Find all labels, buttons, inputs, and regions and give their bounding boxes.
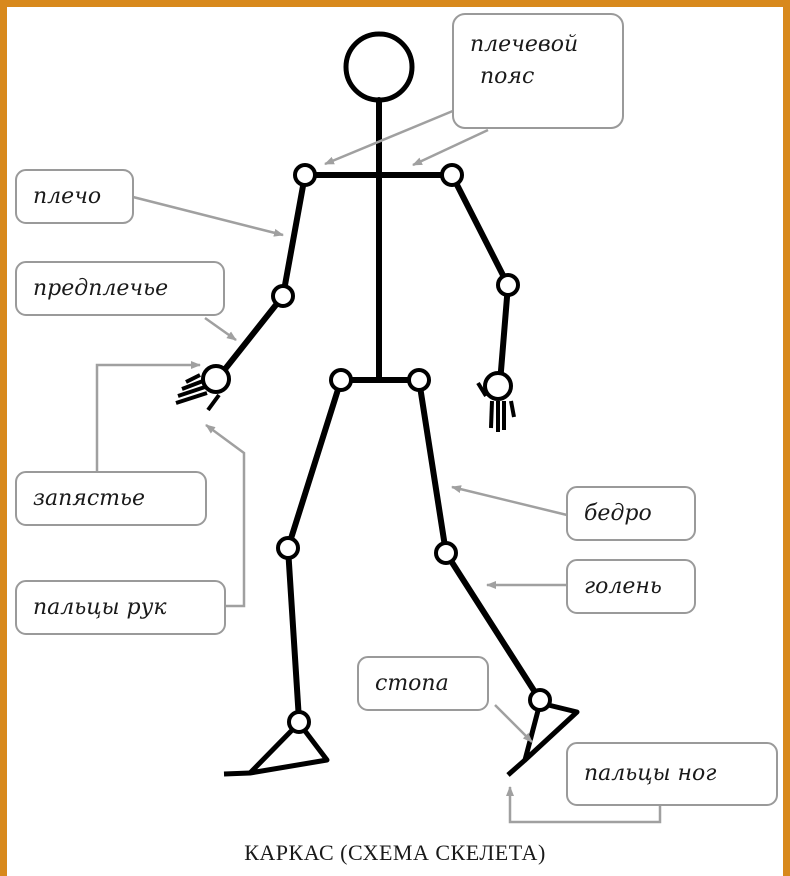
label-shoulder-girdle-line2: пояс	[480, 64, 534, 89]
label-thigh: бедро	[567, 487, 695, 540]
left-thigh	[288, 380, 341, 548]
label-shoulder-girdle-line1: плечевой	[470, 32, 578, 57]
joint-left-shoulder	[295, 165, 315, 185]
label-toes-text: пальцы ног	[584, 761, 716, 786]
left-shin	[288, 548, 299, 720]
label-foot-text: стопа	[375, 671, 449, 696]
label-shin: голень	[567, 560, 695, 613]
left-foot	[224, 723, 327, 774]
pointer-wrist	[97, 365, 200, 472]
label-wrist-text: запястье	[33, 486, 145, 511]
joint-right-knee	[436, 543, 456, 563]
label-shoulder: плечо	[16, 170, 133, 223]
label-shoulder-text: плечо	[33, 184, 101, 209]
label-foot: стопа	[358, 657, 488, 710]
right-upper-arm	[452, 175, 508, 285]
head	[346, 34, 412, 100]
label-fingers: пальцы рук	[16, 581, 225, 634]
pointer-foot	[495, 705, 532, 742]
label-forearm: предплечье	[16, 262, 224, 315]
left-upper-arm	[283, 175, 305, 296]
joint-right-ankle	[530, 690, 550, 710]
label-shin-text: голень	[584, 574, 662, 599]
label-wrist: запястье	[16, 472, 206, 525]
right-forearm	[500, 285, 508, 383]
joint-right-wrist	[485, 373, 511, 399]
joint-left-knee	[278, 538, 298, 558]
label-thigh-text: бедро	[584, 501, 652, 526]
left-forearm	[218, 296, 283, 378]
joint-left-wrist	[203, 366, 229, 392]
label-shoulder-girdle: плечевой пояс	[453, 14, 623, 128]
joint-right-shoulder	[442, 165, 462, 185]
joint-left-hip	[331, 370, 351, 390]
pointer-girdle-right	[413, 130, 488, 165]
pointer-girdle-left	[325, 108, 460, 164]
right-thigh	[419, 380, 446, 553]
joint-right-hip	[409, 370, 429, 390]
joint-left-ankle	[289, 712, 309, 732]
joint-right-elbow	[498, 275, 518, 295]
pointer-thigh	[452, 487, 567, 515]
joint-left-elbow	[273, 286, 293, 306]
pointer-shoulder	[133, 197, 283, 235]
diagram-caption: КАРКАС (СХЕМА СКЕЛЕТА)	[0, 840, 790, 866]
label-fingers-text: пальцы рук	[33, 595, 167, 620]
pointer-fingers	[206, 425, 244, 606]
label-forearm-text: предплечье	[33, 276, 168, 301]
pointer-forearm	[205, 318, 236, 340]
label-toes: пальцы ног	[567, 743, 777, 805]
